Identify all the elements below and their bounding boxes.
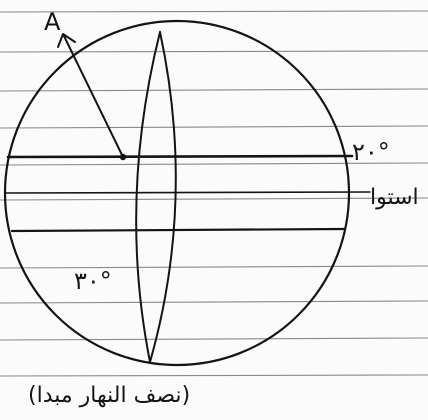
prime-meridian-caption: (نصف النهار مبدا) (28, 383, 190, 408)
prime-meridian-left-arc (135, 31, 161, 363)
equator-line (5, 191, 371, 194)
sphere-outline (3, 19, 351, 367)
rule-line (0, 265, 428, 269)
equator-label: استوا (370, 185, 419, 210)
rule-line (0, 374, 428, 377)
point-label-A: A (44, 8, 61, 36)
rule-line (0, 197, 428, 201)
rule-line (0, 88, 428, 92)
rule-line (0, 125, 428, 129)
prime-meridian-right-arc (149, 31, 177, 363)
arrow-to-A (63, 35, 124, 158)
arrow-head-icon (57, 33, 76, 48)
rule-line (0, 10, 428, 13)
rule-line (0, 162, 428, 166)
rule-line (0, 50, 428, 53)
latitude-30-line (10, 227, 346, 233)
rule-line (0, 300, 428, 304)
latitude-20-line (6, 154, 354, 159)
latitude-20-label: ٢٠° (352, 138, 390, 166)
latitude-30-label: ٣٠° (74, 267, 112, 295)
rule-line (0, 337, 428, 341)
